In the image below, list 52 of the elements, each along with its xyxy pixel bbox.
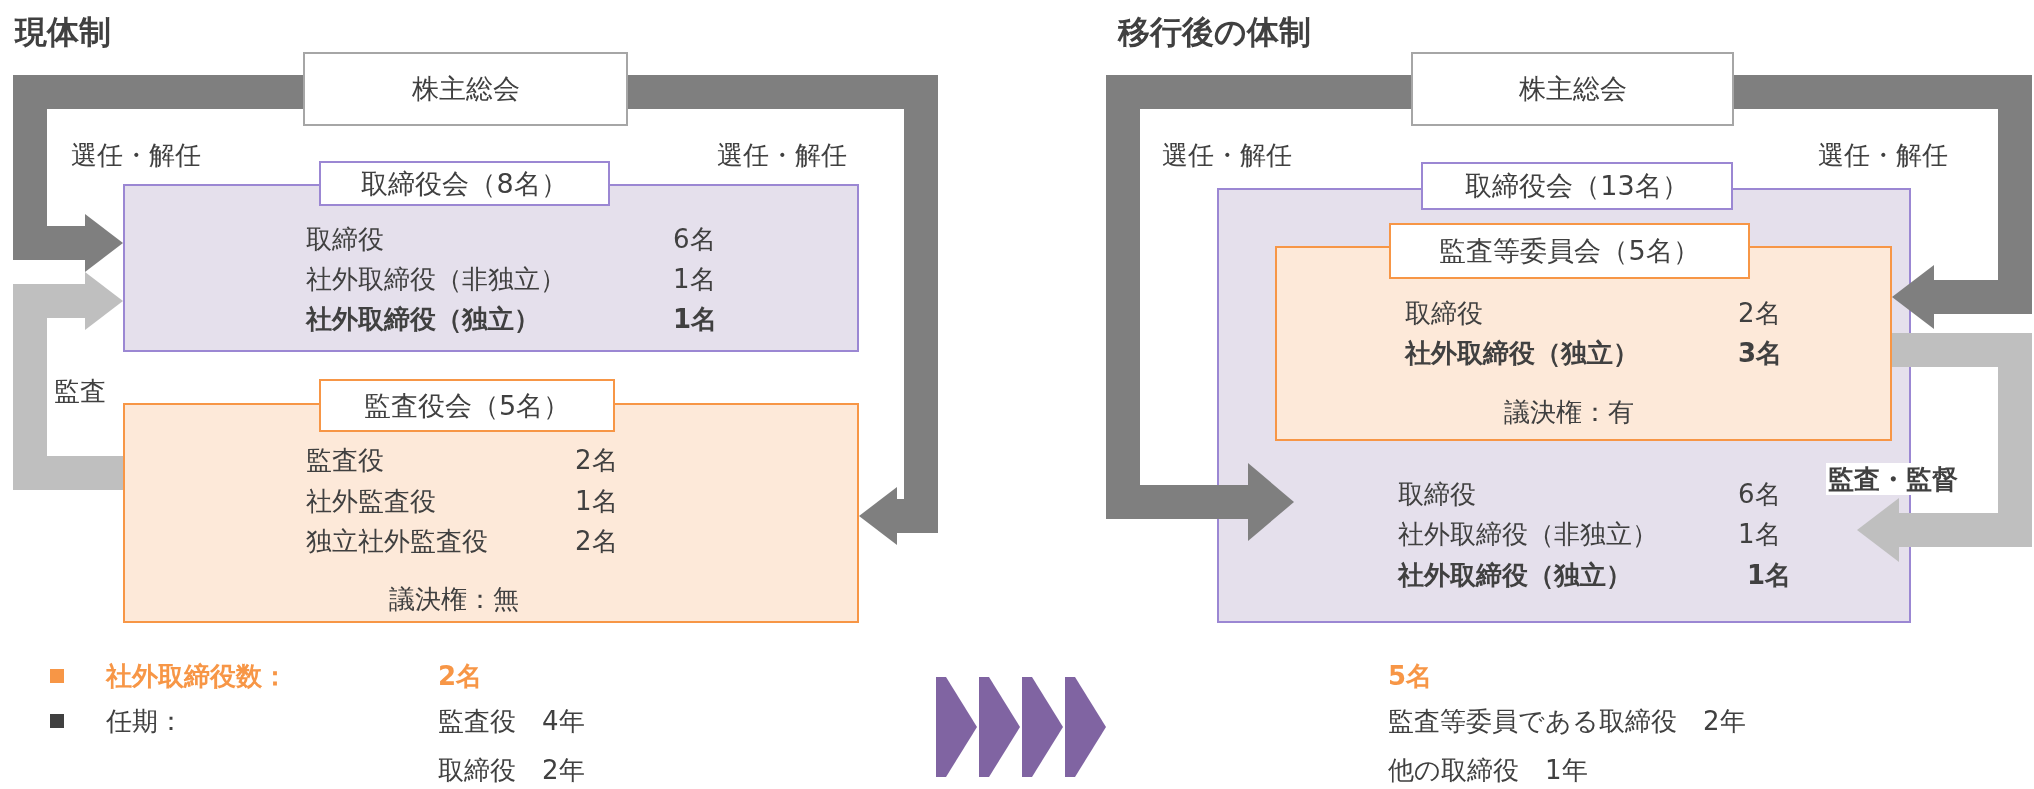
summary-text: 任期： (106, 705, 184, 737)
meeting-box: 株主総会 (303, 52, 628, 126)
edge-label: 選任・解任 (71, 139, 201, 171)
arrow (13, 272, 123, 490)
member-role: 社外取締役（独立） (306, 303, 540, 335)
edge-label: 選任・解任 (1162, 139, 1292, 171)
member-count: 1名 (673, 263, 716, 295)
member-count: 3名 (1738, 337, 1783, 369)
summary-text: 監査役 4年 (438, 705, 585, 737)
edge-label: 選任・解任 (717, 139, 847, 171)
edge-label: 監査 (54, 375, 106, 407)
panel-heading: 取締役会（13名） (1421, 162, 1733, 210)
member-role: 社外取締役（非独立） (306, 263, 566, 295)
member-count: 1名 (1738, 518, 1781, 550)
section-title: 現体制 (15, 13, 111, 51)
member-count: 2名 (1738, 297, 1781, 329)
arrow (1857, 333, 2032, 562)
member-count: 2名 (575, 444, 618, 476)
arrow (1734, 75, 2032, 329)
member-count: 2名 (575, 525, 618, 557)
member-count: 1名 (673, 303, 718, 335)
member-count: 6名 (673, 223, 716, 255)
voting-rights-note: 議決権：無 (389, 583, 519, 615)
panel-heading: 監査等委員会（5名） (1389, 223, 1750, 279)
section-title: 移行後の体制 (1118, 13, 1311, 51)
arrow (13, 75, 303, 272)
member-role: 取締役 (306, 223, 384, 255)
meeting-box: 株主総会 (1411, 52, 1734, 126)
member-role: 取締役 (1405, 297, 1483, 329)
panel-heading: 取締役会（8名） (319, 161, 610, 206)
summary-text: 5名 (1388, 660, 1433, 692)
member-role: 独立社外監査役 (306, 525, 488, 557)
edge-label: 選任・解任 (1818, 139, 1948, 171)
member-count: 6名 (1738, 478, 1781, 510)
member-count: 1名 (575, 485, 618, 517)
member-role: 社外取締役（独立） (1398, 559, 1632, 591)
member-count: 1名 (1747, 559, 1792, 591)
summary-text: 取締役 2年 (438, 754, 585, 786)
member-role: 社外取締役（非独立） (1398, 518, 1658, 550)
edge-label: 監査・監督 (1826, 463, 1960, 495)
summary-text: 他の取締役 1年 (1388, 754, 1588, 786)
member-role: 監査役 (306, 444, 384, 476)
summary-text: 監査等委員である取締役 2年 (1388, 705, 1746, 737)
arrow (628, 75, 938, 545)
voting-rights-note: 議決権：有 (1504, 396, 1634, 428)
summary-text: 2名 (438, 660, 483, 692)
member-role: 社外監査役 (306, 485, 436, 517)
member-role: 取締役 (1398, 478, 1476, 510)
panel-heading: 監査役会（5名） (319, 379, 615, 432)
summary-text: 社外取締役数： (106, 660, 288, 692)
member-role: 社外取締役（独立） (1405, 337, 1639, 369)
arrow (1106, 75, 1411, 541)
